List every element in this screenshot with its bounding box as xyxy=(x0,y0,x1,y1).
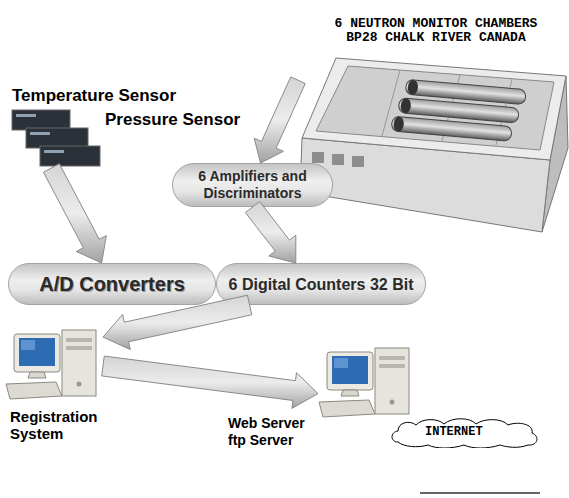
sensor-device xyxy=(12,110,70,130)
box-label: A/D Converters xyxy=(33,273,191,296)
block-arrow xyxy=(102,356,318,408)
cloud-label: INTERNET xyxy=(425,425,483,439)
sensor-devices xyxy=(12,110,100,166)
computer-label: Registration System xyxy=(10,408,110,442)
rule-line xyxy=(420,492,540,494)
cloud-node: INTERNET xyxy=(388,416,543,448)
block-arrow xyxy=(43,164,106,263)
sensor-device xyxy=(26,128,88,148)
chamber-illustration xyxy=(300,58,568,232)
tube-body xyxy=(391,116,512,141)
sensor-group: Temperature SensorPressure Sensor xyxy=(10,108,102,168)
process-box: 6 Amplifiers and Discriminators xyxy=(172,163,333,207)
chamber-illustration-node: 6 NEUTRON MONITOR CHAMBERS BP28 CHALK RI… xyxy=(298,55,568,235)
registration-computer xyxy=(6,330,96,399)
sensor-device xyxy=(40,146,100,166)
slab-well xyxy=(316,66,554,150)
block-arrow xyxy=(245,201,295,263)
server-computer xyxy=(319,348,409,417)
chamber-title: 6 NEUTRON MONITOR CHAMBERS BP28 CHALK RI… xyxy=(330,17,542,45)
slab-top xyxy=(302,58,566,160)
tube-end xyxy=(400,98,411,114)
sensor-marking xyxy=(44,150,64,153)
block-arrow xyxy=(254,77,305,163)
computer-label: Web Server ftp Server xyxy=(228,415,318,449)
slab-window xyxy=(312,152,324,163)
box-label: 6 Amplifiers and Discriminators xyxy=(173,168,332,202)
sensor-label: Pressure Sensor xyxy=(105,110,240,130)
computer-node: Web Server ftp Server xyxy=(318,346,402,414)
tube-end xyxy=(393,116,404,132)
box-label: 6 Digital Counters 32 Bit xyxy=(223,275,420,294)
sensor-marking xyxy=(16,114,36,117)
sensor-label: Temperature Sensor xyxy=(12,86,176,106)
cloud-shape xyxy=(392,419,537,448)
computer-node: Registration System xyxy=(5,328,103,404)
slab-window xyxy=(352,156,364,167)
sensor-marking xyxy=(30,132,50,135)
block-arrow xyxy=(103,295,252,349)
process-box: 6 Digital Counters 32 Bit xyxy=(216,263,426,305)
slab-window xyxy=(332,154,344,165)
counter-tube xyxy=(391,116,512,141)
process-box: A/D Converters xyxy=(8,263,216,305)
tube-end xyxy=(407,79,418,95)
